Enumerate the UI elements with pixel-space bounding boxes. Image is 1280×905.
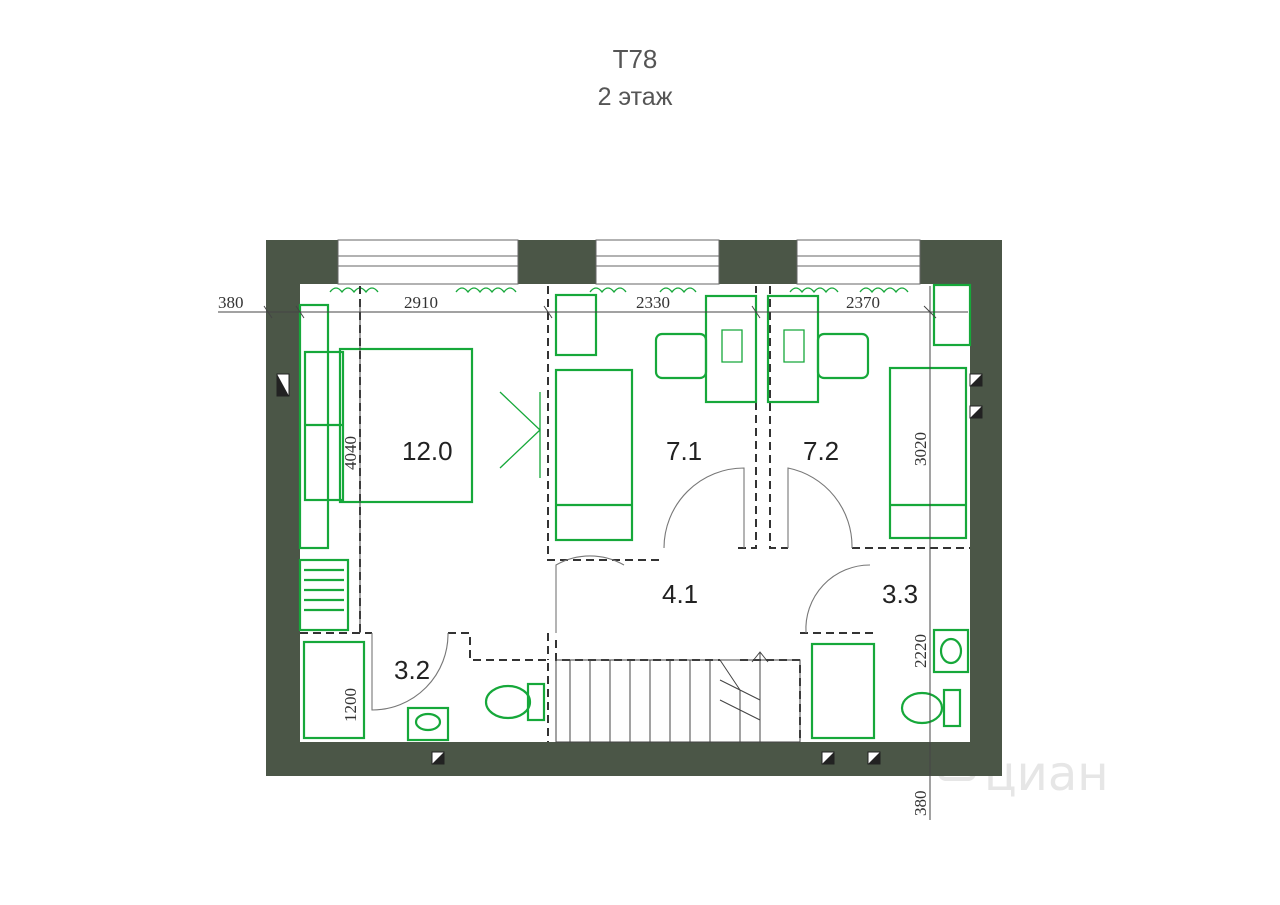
- floor-label: 2 этаж: [597, 83, 673, 111]
- dim-span-2: 2330: [636, 293, 670, 312]
- room-area-room-2: 7.2: [803, 436, 839, 466]
- dimension-lines: [218, 286, 968, 820]
- dim-wall-left: 380: [218, 293, 244, 312]
- outer-walls: [266, 240, 1002, 776]
- staircase: [555, 651, 801, 743]
- furniture: [298, 283, 972, 742]
- dim-wall-bottom: 380: [911, 791, 930, 817]
- room-area-bath-left: 3.2: [394, 655, 430, 685]
- dim-height-bath-left: 1200: [341, 688, 360, 722]
- door-swings: [371, 467, 871, 711]
- dim-height-room-right: 3020: [911, 432, 930, 466]
- plan-title: T78: [612, 44, 658, 74]
- dim-height-bedroom: 4040: [341, 436, 360, 470]
- watermark-text: циан: [984, 746, 1109, 802]
- room-area-room-1: 7.1: [666, 436, 702, 466]
- room-area-bedroom: 12.0: [402, 436, 453, 466]
- curtains: [329, 287, 909, 294]
- windows: [337, 239, 921, 285]
- dim-span-3: 2370: [846, 293, 880, 312]
- room-area-bath-right: 3.3: [882, 579, 918, 609]
- watermark: циан: [938, 743, 1109, 802]
- dim-height-bath-right: 2220: [911, 634, 930, 668]
- dim-span-1: 2910: [404, 293, 438, 312]
- section-markers: [276, 373, 983, 765]
- room-area-hall: 4.1: [662, 579, 698, 609]
